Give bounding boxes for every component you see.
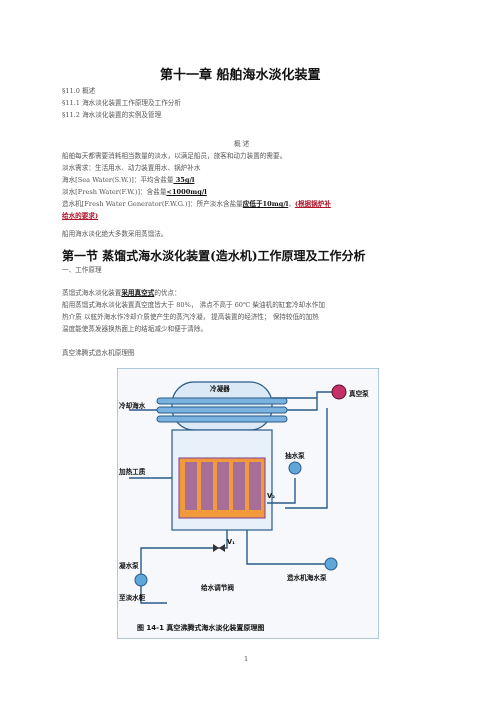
fwg-principle-diagram: 冷凝器 真空泵 抽水泵 凝水泵 造水机海水泵 给水调节阀 V₁ V bbox=[117, 368, 379, 639]
vacuum-pump-label: 真空泵 bbox=[349, 389, 369, 398]
vacuum-pump-icon bbox=[331, 384, 347, 400]
seawater-pump-icon bbox=[324, 557, 338, 571]
freshwater-label: 淡水[Fresh Water(F.W.)]：含盐量 bbox=[62, 188, 167, 196]
toc-item[interactable]: §11.2 海水淡化装置的实例及管理 bbox=[62, 111, 162, 119]
diagram-caption: 图 14-1 真空沸腾式海水淡化装置原理图 bbox=[137, 623, 264, 632]
overview-line: 造水机[Fresh Water Generator(F.W.G.)]：所产淡水含… bbox=[62, 200, 331, 208]
overview-line: 淡水[Fresh Water(F.W.)]：含盐量<1000mg/l bbox=[62, 188, 207, 197]
distillate-pump-label: 凝水泵 bbox=[119, 561, 139, 570]
overview-line: 船用海水淡化绝大多数采用蒸馏法。 bbox=[62, 230, 168, 238]
boiler-note-cont: 给水的要求) bbox=[62, 212, 99, 220]
chapter-title: 第十一章 船舶海水淡化装置 bbox=[160, 68, 321, 83]
para-line: 船用蒸馏式海水淡化装置真空度皆大于 80%， 沸点不高于 60℃ 柴油机的缸套冷… bbox=[62, 301, 325, 309]
overview-line: 海水[Sea Water(S.W.)]：平均含盐量 35g/l bbox=[62, 176, 194, 185]
toc-item[interactable]: §11.1 海水淡化装置工作原理及工作分析 bbox=[62, 99, 181, 107]
heating-tube-bundle bbox=[178, 457, 266, 519]
page-number: 1 bbox=[244, 655, 249, 663]
condenser-tubes bbox=[156, 397, 288, 423]
para-line: 热介质 以舷外海水作冷却介质使产生的蒸汽冷凝， 提高装置的经济性； 保持较低的加… bbox=[62, 313, 319, 321]
advantage-line: 蒸馏式海水淡化装置采用真空式的优点： bbox=[62, 289, 181, 297]
seawater-salinity: 35g/l bbox=[173, 176, 195, 184]
extraction-pump-icon bbox=[288, 461, 302, 475]
diagram-heading: 真空沸腾式造水机原理图 bbox=[62, 349, 135, 357]
pipe-network bbox=[129, 391, 337, 604]
seawater-pump-label: 造水机海水泵 bbox=[287, 573, 327, 582]
overview-heading: 概 述 bbox=[234, 140, 250, 148]
vacuum-keyword: 采用真空式 bbox=[121, 289, 155, 297]
cooling-seawater-label: 冷却海水 bbox=[119, 401, 146, 410]
condenser-label: 冷凝器 bbox=[210, 384, 230, 393]
freshwater-salinity: <1000mg/l bbox=[166, 188, 207, 196]
overview-line: 船舶每天都需要消耗相当数量的淡水，以满足船员，旅客和动力装置的需要。 bbox=[62, 152, 287, 160]
overview-line: 淡水需求：生活用水、动力装置用水、锅炉补水 bbox=[62, 164, 201, 172]
heating-medium-label: 加热工质 bbox=[118, 467, 146, 476]
to-tank-label: 至淡水柜 bbox=[119, 593, 146, 602]
seawater-label: 海水[Sea Water(S.W.)]：平均含盐量 bbox=[62, 176, 174, 184]
fwg-salinity: 应低于10mg/l bbox=[242, 200, 289, 208]
feed-valve-label: 给水调节阀 bbox=[201, 583, 234, 592]
para-line: 温度能使蒸发器换热面上的结垢减少和便于清除。 bbox=[62, 325, 208, 333]
overview-line: 给水的要求) bbox=[62, 212, 98, 221]
valve-v2-label: V₂ bbox=[267, 492, 275, 500]
distillate-pump-icon bbox=[134, 573, 148, 587]
feed-valve-icon bbox=[213, 544, 225, 552]
extraction-pump-label: 抽水泵 bbox=[285, 451, 305, 460]
section-title: 第一节 蒸馏式海水淡化装置(造水机)工作原理及工作分析 bbox=[62, 249, 366, 263]
fwg-label: 造水机[Fresh Water Generator(F.W.G.)]：所产淡水含… bbox=[62, 200, 243, 208]
section-subtitle: 一、工作原理 bbox=[62, 266, 102, 274]
valve-v1-label: V₁ bbox=[227, 538, 235, 546]
toc-item[interactable]: §11.0 概述 bbox=[62, 87, 96, 95]
boiler-note: (根据锅炉补 bbox=[294, 200, 331, 208]
